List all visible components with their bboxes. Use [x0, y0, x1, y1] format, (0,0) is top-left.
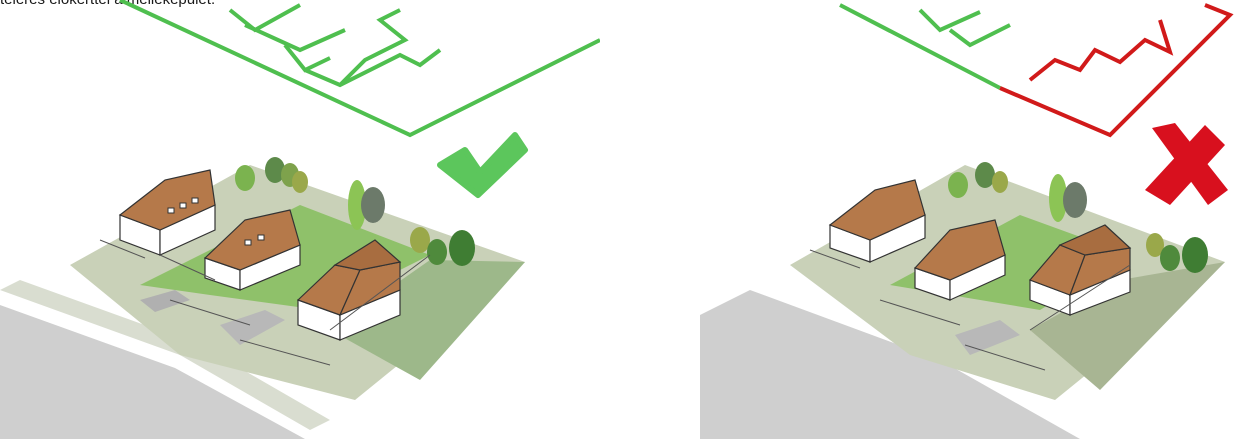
correct-example-panel [0, 0, 600, 439]
incorrect-example-panel [700, 0, 1242, 439]
floor-plan-red [1000, 5, 1230, 135]
floor-plan-green [840, 5, 1010, 88]
incorrect-example-illustration [700, 0, 1242, 439]
correct-example-illustration [0, 0, 600, 439]
checkmark-icon [440, 135, 525, 195]
floor-plan-green [120, 0, 600, 135]
cross-icon [1145, 123, 1228, 205]
